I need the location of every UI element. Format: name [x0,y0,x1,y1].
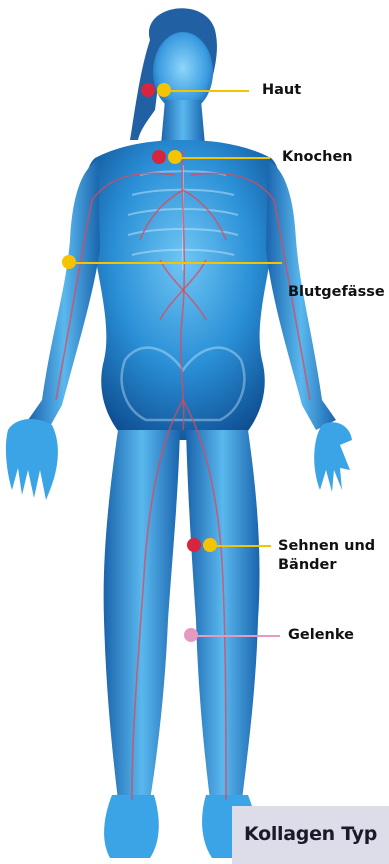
blutgefaesse-marker-yellow [62,255,76,269]
knochen-marker-yellow [168,150,182,164]
gelenke-leader-line [197,635,280,637]
haut-marker-red [141,83,155,97]
sehnen-marker-red [187,538,201,552]
collagen-type-badge: Kollagen Typ [232,806,389,864]
badge-title: Kollagen Typ [244,823,377,845]
right-leg-shape [186,430,260,858]
label-blutgefaesse: Blutgefässe [288,283,385,302]
label-gelenke: Gelenke [288,626,354,645]
label-haut: Haut [262,81,301,100]
right-arm-shape [266,160,352,492]
sehnen-marker-yellow [203,538,217,552]
knochen-marker-red [152,150,166,164]
left-arm-shape [6,160,100,500]
haut-marker-yellow [157,83,171,97]
label-sehnen-und-baender: Sehnen und Bänder [278,537,375,575]
sehnen-leader-line [216,545,271,547]
gelenke-marker-pink [184,628,198,642]
left-leg-shape [104,430,180,858]
label-knochen: Knochen [282,148,353,167]
neck-shape [161,100,205,145]
blutgefaesse-leader-line [76,262,282,264]
haut-leader-line [170,90,249,92]
knochen-leader-line [180,157,270,159]
